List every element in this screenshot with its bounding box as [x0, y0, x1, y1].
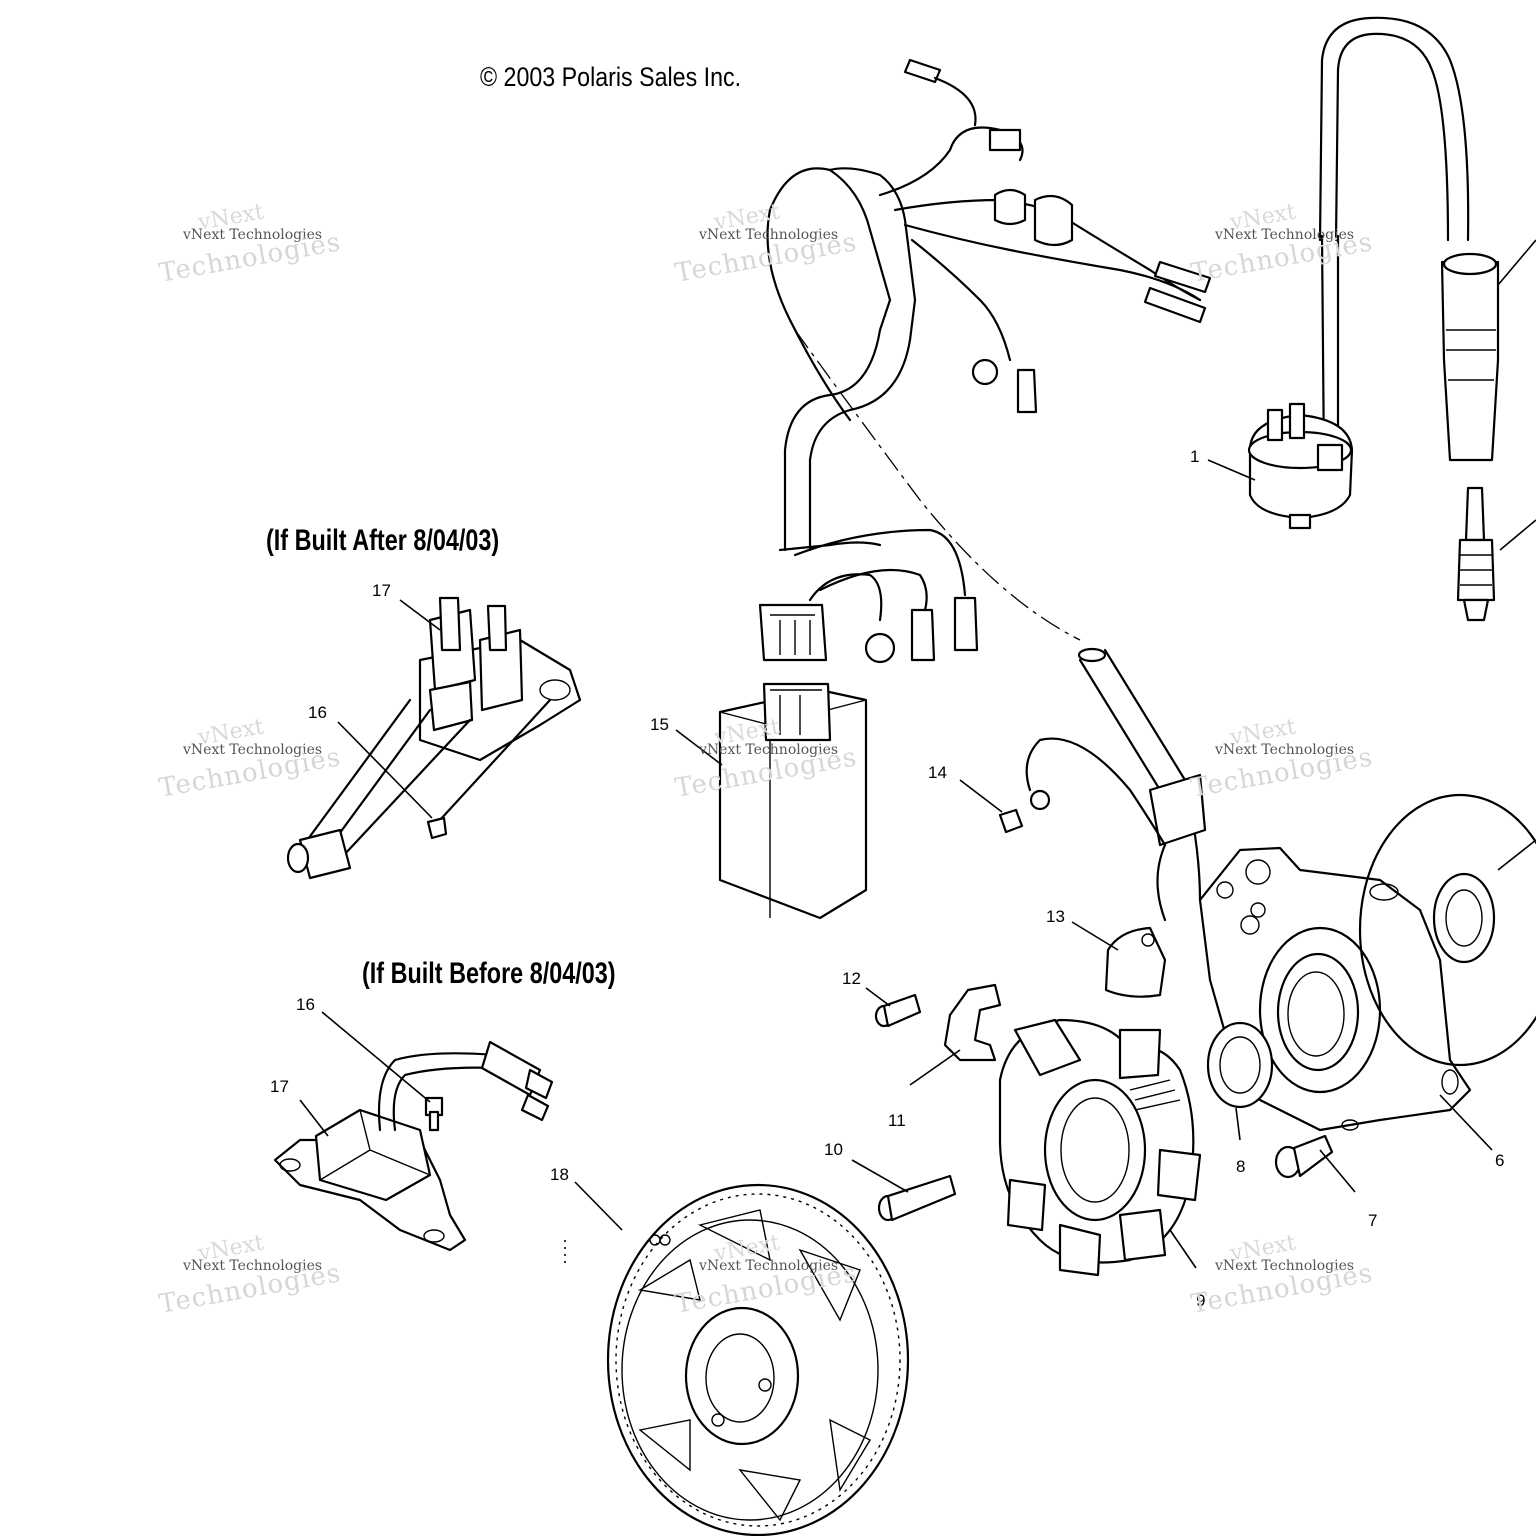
- callout-17-after: 17: [372, 581, 391, 600]
- o-ring: [1358, 793, 1536, 1067]
- ground-wire: [998, 737, 1167, 847]
- wire-clamp: [943, 983, 1002, 1062]
- callout-7: 7: [1368, 1211, 1377, 1230]
- regulator-before: [273, 1040, 554, 1252]
- callout-16-before: 16: [296, 995, 315, 1014]
- wire-harness: [758, 58, 1212, 664]
- leader-lines: [299, 239, 1536, 1269]
- assembly-centerline: [794, 329, 1081, 641]
- cdi-module: [718, 682, 868, 920]
- screw-10: [877, 1174, 957, 1222]
- callout-8: 8: [1236, 1157, 1245, 1176]
- stator-lead: [1077, 647, 1207, 922]
- callout-13: 13: [1046, 907, 1065, 926]
- ignition-coil: [1247, 402, 1354, 530]
- callout-9: 9: [1196, 1291, 1205, 1310]
- pickup-sensor: [1104, 926, 1167, 998]
- callout-11: 11: [888, 1111, 906, 1130]
- callout-16-after: 16: [308, 703, 327, 722]
- callout-labels: 1 6 7 8 9 10 11 12 13 14 15 16 17 16 17 …: [270, 447, 1504, 1310]
- bearing-seal: [1206, 1021, 1274, 1109]
- spark-plug: [1456, 486, 1496, 622]
- regulator-after: [286, 596, 582, 880]
- spark-plug-cap: [1440, 252, 1500, 462]
- flywheel: [606, 1183, 910, 1536]
- callout-10: 10: [824, 1140, 843, 1159]
- callout-12: 12: [842, 969, 861, 988]
- heading-built-after: (If Built After 8/04/03): [266, 524, 500, 557]
- screw-12: [874, 993, 922, 1028]
- callout-17-before: 17: [270, 1077, 289, 1096]
- stator: [998, 1018, 1202, 1277]
- callout-15: 15: [650, 715, 669, 734]
- copyright-notice: © 2003 Polaris Sales Inc.: [480, 62, 742, 92]
- callout-18: 18: [550, 1165, 569, 1184]
- oil-seal: [1432, 872, 1496, 964]
- callout-1: 1: [1190, 447, 1199, 466]
- screw-7: [1274, 1134, 1334, 1179]
- callout-14: 14: [928, 763, 947, 782]
- callout-6: 6: [1495, 1151, 1504, 1170]
- heading-built-before: (If Built Before 8/04/03): [362, 957, 616, 990]
